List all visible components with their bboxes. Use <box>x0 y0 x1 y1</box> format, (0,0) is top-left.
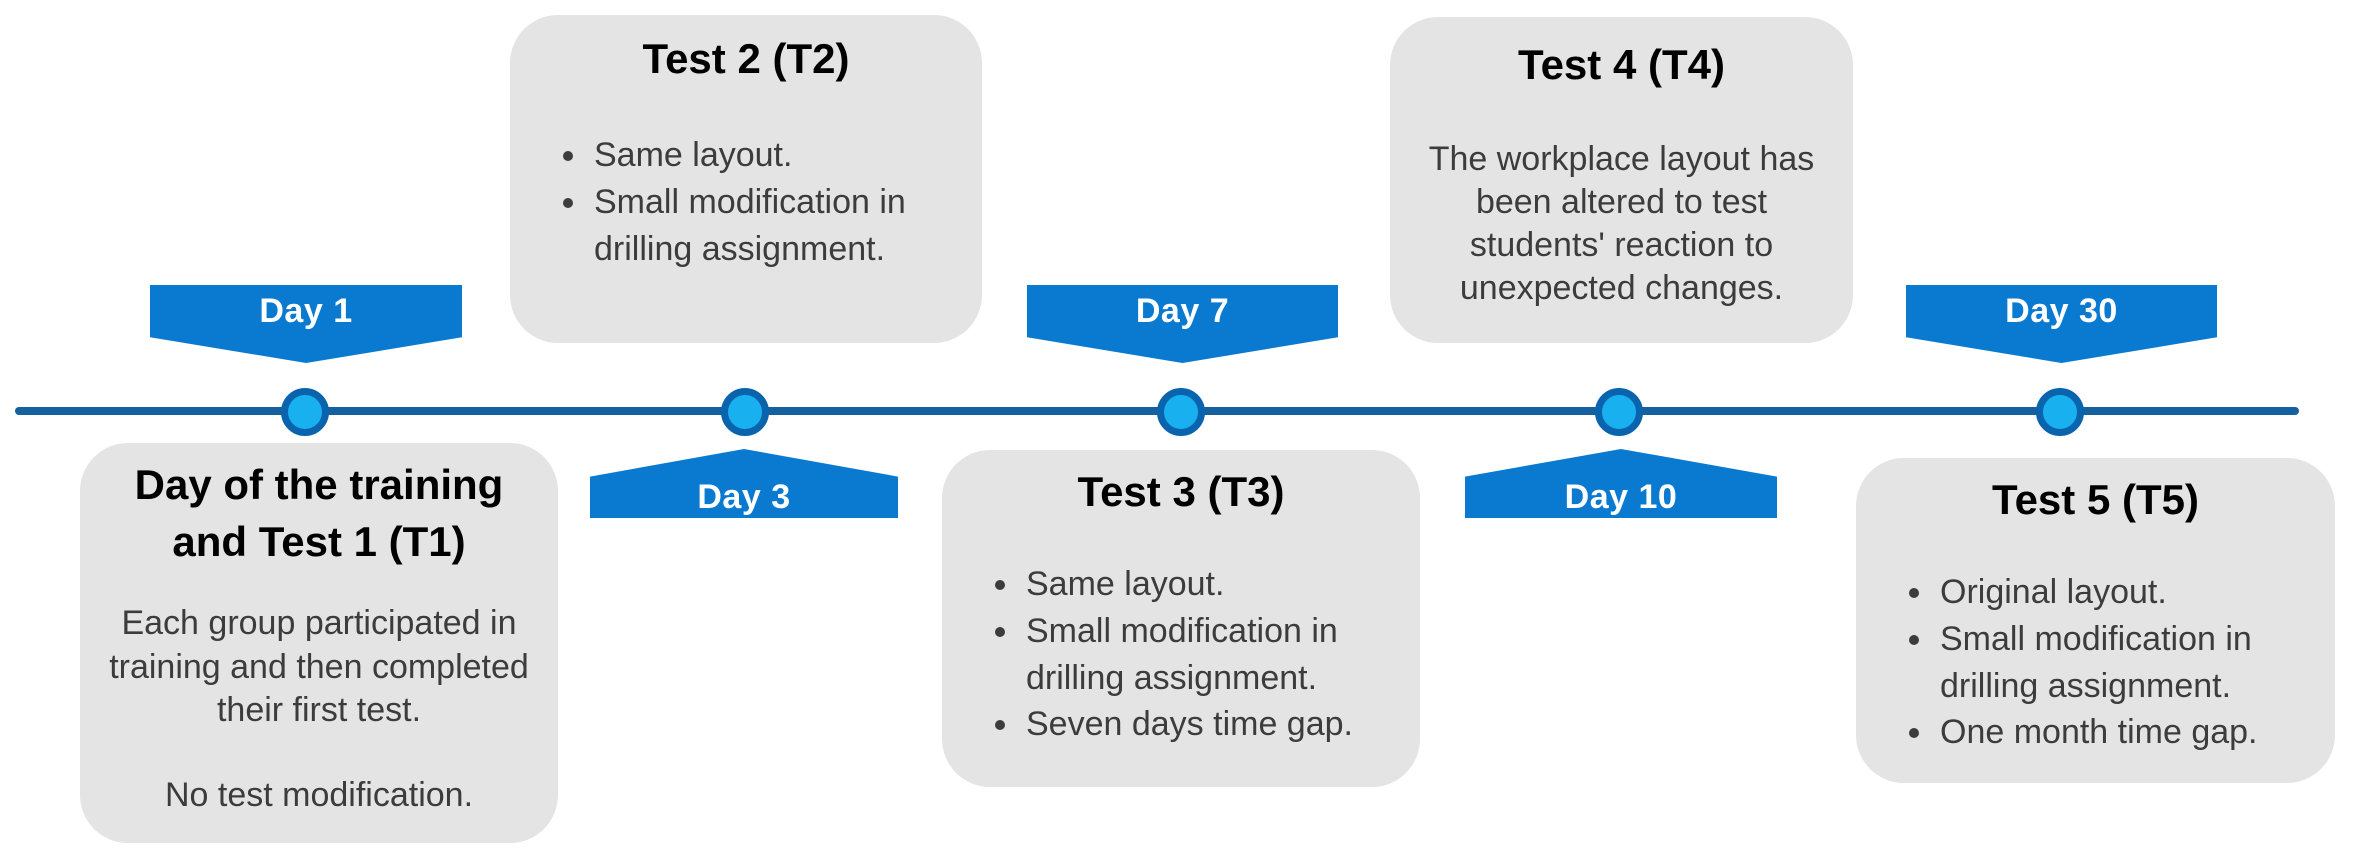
event-card-test-5: Test 5 (T5) Original layout. Small modif… <box>1856 458 2335 783</box>
day-marker-day-1: Day 1 <box>150 285 462 363</box>
event-title: Test 2 (T2) <box>642 35 850 82</box>
day-marker-day-7: Day 7 <box>1027 285 1338 363</box>
bullet-item: Small modification in drilling assignmen… <box>590 179 966 273</box>
timeline-dot-day-7 <box>1157 388 1205 436</box>
bullet-item: One month time gap. <box>1936 709 2319 756</box>
bullet-item: Original layout. <box>1936 569 2319 616</box>
day-marker-label: Day 30 <box>2005 291 2118 330</box>
bullet-item: Small modification in drilling assignmen… <box>1936 616 2319 710</box>
event-bullet-list: Original layout. Small modification in d… <box>1856 569 2335 757</box>
bullet-item: Small modification in drilling assignmen… <box>1022 608 1404 702</box>
day-marker-day-10: Day 10 <box>1465 449 1777 518</box>
event-title: Day of the training and Test 1 (T1) <box>80 457 558 570</box>
event-title: Test 5 (T5) <box>1992 476 2199 523</box>
event-bullet-list: Same layout. Small modification in drill… <box>510 132 982 273</box>
day-marker-label: Day 10 <box>1564 478 1678 516</box>
day-marker-label: Day 7 <box>1135 291 1230 330</box>
event-title-line: Day of the training <box>134 461 504 508</box>
event-card-test-2: Test 2 (T2) Same layout. Small modificat… <box>510 15 982 343</box>
event-bullet-list: Same layout. Small modification in drill… <box>942 561 1420 749</box>
bullet-item: Same layout. <box>1022 561 1404 608</box>
day-marker-label: Day 3 <box>697 478 791 516</box>
event-title: Test 4 (T4) <box>1518 41 1725 88</box>
event-title: Test 3 (T3) <box>1077 468 1285 515</box>
event-card-test-4: Test 4 (T4) The workplace layout has bee… <box>1390 17 1853 343</box>
timeline-dot-day-30 <box>2036 388 2084 436</box>
timeline-dot-day-1 <box>281 388 329 436</box>
bullet-item: Seven days time gap. <box>1022 701 1404 748</box>
event-card-test-3: Test 3 (T3) Same layout. Small modificat… <box>942 450 1420 787</box>
event-title-line: and Test 1 (T1) <box>172 517 466 565</box>
day-marker-day-3: Day 3 <box>590 449 898 518</box>
event-paragraph: No test modification. <box>164 775 474 814</box>
event-paragraph: Each group participated in training and … <box>109 604 529 729</box>
event-paragraph: The workplace layout has been altered to… <box>1428 139 1815 308</box>
timeline-dot-day-3 <box>721 388 769 436</box>
day-marker-label: Day 1 <box>259 291 353 330</box>
timeline-dot-day-10 <box>1595 388 1643 436</box>
day-marker-day-30: Day 30 <box>1906 285 2217 363</box>
bullet-item: Same layout. <box>590 132 966 179</box>
event-card-test-1: Day of the training and Test 1 (T1) Each… <box>80 443 558 843</box>
